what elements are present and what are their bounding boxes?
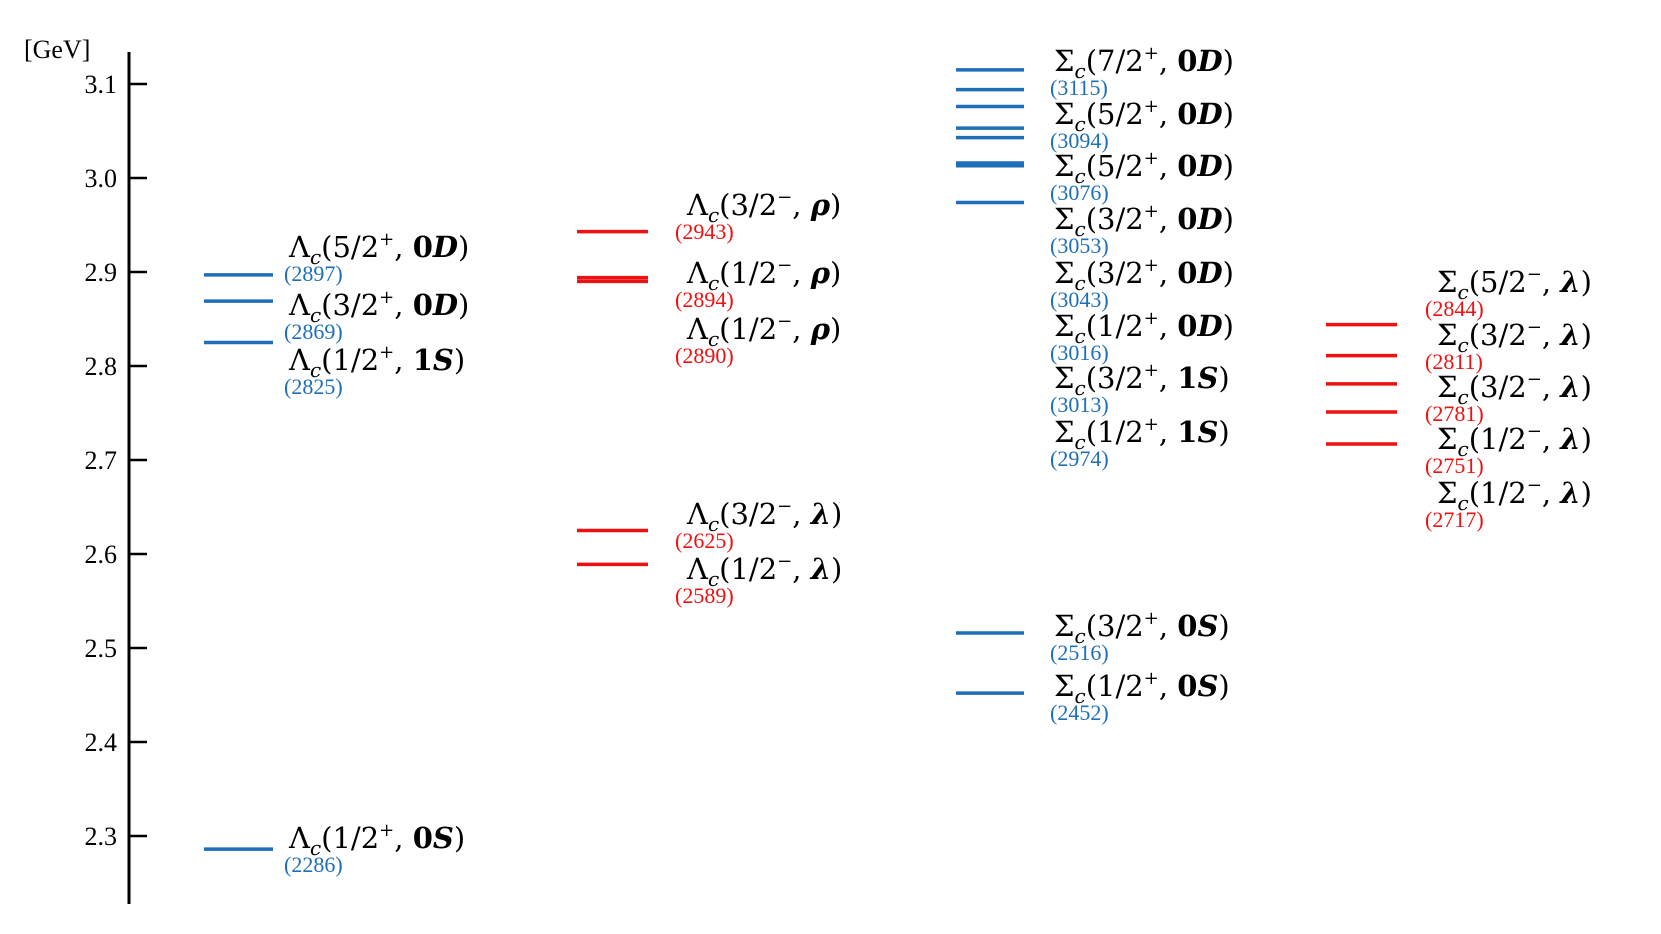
y-tick-label-2.7: 2.7 — [85, 446, 118, 475]
y-tick-label-3.0: 3.0 — [85, 164, 118, 193]
y-axis-unit-label: [GeV] — [24, 35, 90, 64]
sigma-negative-mass-label-2717: (2717) — [1425, 507, 1484, 532]
sigma-positive-mass-label-3043: (3043) — [1050, 287, 1109, 312]
lambda-positive-mass-label-2286: (2286) — [284, 852, 343, 877]
sigma-positive-state-label-2452: Σc(1/2+, 0S) — [1054, 668, 1230, 708]
sigma-negative-mass-label-2844: (2844) — [1425, 296, 1484, 321]
sigma-positive-state-label-2974: Σc(1/2+, 1S) — [1054, 414, 1230, 454]
sigma-positive-state-label-3115: Σc(7/2+, 0D) — [1054, 43, 1234, 83]
y-tick-label-2.3: 2.3 — [85, 822, 118, 851]
y-tick-label-2.9: 2.9 — [85, 258, 118, 287]
lambda-positive-mass-label-2825: (2825) — [284, 374, 343, 399]
sigma-positive-state-label-2516: Σc(3/2+, 0S) — [1054, 608, 1230, 648]
sigma-positive-mass-label-3013: (3013) — [1050, 392, 1109, 417]
y-axis: [GeV] 2.3 2.4 2.5 2.6 2.7 2.8 2.9 3.0 3.1 — [24, 35, 147, 904]
sigma-positive-state-label-3043: Σc(3/2+, 0D) — [1054, 255, 1234, 295]
lambda-negative-mass-label-2625: (2625) — [675, 528, 734, 553]
lambda-positive-state-label-2286: Λc(1/2+, 0S) — [288, 820, 465, 860]
sigma-positive-state-label-3076: Σc(5/2+, 0D) — [1054, 148, 1234, 188]
lambda-negative-mass-label-2894: (2894) — [675, 287, 734, 312]
sigma-positive-mass-label-3016: (3016) — [1050, 340, 1109, 365]
state-labels: Λc(1/2+, 0S)(2286) Λc(1/2+, 1S)(2825) Λc(3… — [284, 43, 1592, 877]
sigma-positive-state-label-3016: Σc(1/2+, 0D) — [1054, 308, 1234, 348]
lambda-negative-state-label-2589: Λc(1/2−, λ) — [686, 551, 842, 591]
sigma-negative-mass-label-2781: (2781) — [1425, 401, 1484, 426]
sigma-positive-mass-label-3053: (3053) — [1050, 233, 1109, 258]
sigma-positive-mass-label-3115: (3115) — [1050, 75, 1108, 100]
y-tick-label-2.5: 2.5 — [85, 634, 118, 663]
sigma-positive-state-label-3013: Σc(3/2+, 1S) — [1054, 360, 1230, 400]
lambda-negative-mass-label-2890: (2890) — [675, 343, 734, 368]
sigma-negative-state-label-2717: Σc(1/2−, λ) — [1437, 475, 1592, 515]
sigma-negative-state-label-2781: Σc(3/2−, λ) — [1437, 369, 1592, 409]
sigma-negative-state-label-2751: Σc(1/2−, λ) — [1437, 421, 1592, 461]
y-tick-label-3.1: 3.1 — [85, 70, 118, 99]
sigma-negative-mass-label-2811: (2811) — [1425, 349, 1483, 374]
lambda-negative-mass-label-2589: (2589) — [675, 583, 734, 608]
lambda-negative-mass-label-2943: (2943) — [675, 219, 734, 244]
sigma-positive-mass-label-2516: (2516) — [1050, 640, 1109, 665]
lambda-positive-mass-label-2869: (2869) — [284, 319, 343, 344]
y-tick-label-2.4: 2.4 — [85, 728, 118, 757]
y-tick-label-2.6: 2.6 — [85, 540, 118, 569]
sigma-negative-state-label-2844: Σc(5/2−, λ) — [1437, 264, 1592, 304]
sigma-positive-state-label-3053: Σc(3/2+, 0D) — [1054, 201, 1234, 241]
lambda-negative-state-label-2894: Λc(1/2−, ρ) — [686, 255, 841, 295]
lambda-positive-state-label-2825: Λc(1/2+, 1S) — [288, 342, 465, 382]
sigma-negative-state-label-2811: Σc(3/2−, λ) — [1437, 317, 1592, 357]
lambda-negative-state-label-2890: Λc(1/2−, ρ) — [686, 311, 841, 351]
sigma-positive-mass-label-2974: (2974) — [1050, 446, 1109, 471]
lambda-negative-state-label-2943: Λc(3/2−, ρ) — [686, 187, 841, 227]
sigma-positive-mass-label-3076: (3076) — [1050, 180, 1109, 205]
sigma-positive-state-label-3094: Σc(5/2+, 0D) — [1054, 96, 1234, 136]
lambda-positive-mass-label-2897: (2897) — [284, 261, 343, 286]
lambda-positive-state-label-2897: Λc(5/2+, 0D) — [288, 229, 469, 269]
sigma-positive-mass-label-2452: (2452) — [1050, 700, 1109, 725]
sigma-positive-mass-label-3094: (3094) — [1050, 128, 1109, 153]
lambda-positive-state-label-2869: Λc(3/2+, 0D) — [288, 287, 469, 327]
energy-levels — [204, 68, 1397, 851]
sigma-negative-mass-label-2751: (2751) — [1425, 453, 1484, 478]
lambda-negative-state-label-2625: Λc(3/2−, λ) — [686, 496, 842, 536]
y-tick-label-2.8: 2.8 — [85, 352, 118, 381]
